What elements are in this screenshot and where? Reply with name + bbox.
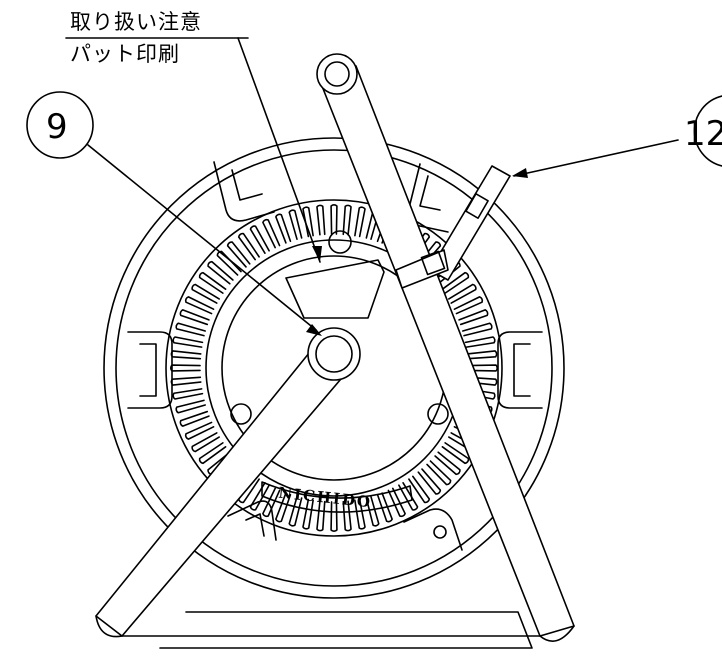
gear-rib [464, 388, 496, 400]
strap-buckle [429, 165, 511, 281]
gear-rib [461, 322, 493, 337]
gear-rib [376, 492, 393, 523]
gear-rib [288, 209, 303, 241]
gear-rib [408, 232, 431, 261]
brand-plate [261, 481, 413, 513]
gear-rib [170, 350, 202, 360]
gear-rib [426, 460, 452, 486]
mount-hole-top [328, 230, 352, 254]
strap-band [395, 249, 449, 289]
frame-top-cap-inner [324, 61, 350, 87]
strap-buckle-slot [465, 193, 489, 219]
note-arrowhead [312, 246, 322, 262]
strap-loop [420, 250, 446, 276]
gear-rib [316, 204, 326, 236]
gear-rib [464, 336, 496, 348]
gear-rib [179, 410, 210, 427]
gear-rib [179, 309, 210, 326]
gear-rib [172, 388, 204, 400]
callout-12-arrowhead [512, 168, 528, 178]
gear-rib [198, 271, 227, 294]
bottom-right-boss [403, 508, 463, 551]
print-area-plate [285, 259, 385, 319]
gear-rib [249, 225, 270, 254]
callout-12-number: 12 [684, 114, 722, 154]
gear-rib [226, 241, 251, 268]
gear-rib [207, 260, 234, 285]
gear-rib [175, 322, 207, 337]
gear-rib [466, 376, 498, 386]
gear-rib [342, 500, 352, 532]
gear-rib [275, 492, 292, 523]
gear-rib [342, 204, 352, 236]
gear-rib [288, 495, 303, 527]
gear-rib [169, 364, 201, 372]
gear-rib [184, 421, 215, 440]
frame-top-cap-outer [316, 53, 358, 95]
gear-rib [330, 203, 338, 235]
gear-rib [262, 218, 281, 249]
gear-rib [216, 250, 242, 276]
gear-rib [316, 500, 326, 532]
reel-inner-rim [115, 149, 553, 587]
gear-rib [434, 451, 461, 476]
gear-rib [453, 296, 484, 315]
gear-rib [466, 350, 498, 360]
bottom-left-boss [227, 500, 277, 541]
gear-rib [354, 206, 366, 238]
mount-hole-right [427, 403, 449, 425]
gear-rib [330, 501, 338, 533]
gear-rib [249, 482, 270, 511]
callout-9-number: 9 [46, 107, 68, 147]
gear-rib [198, 442, 227, 465]
gear-rib [302, 498, 314, 530]
mount-hole-left [230, 403, 252, 425]
gear-rib [398, 482, 419, 511]
callout-12-leader [513, 139, 679, 177]
gear-rib [417, 241, 442, 268]
gear-rib [170, 376, 202, 386]
gear-rib [191, 432, 220, 453]
gear-rib [458, 309, 489, 326]
gear-rib [191, 283, 220, 304]
gear-rib [275, 213, 292, 244]
callout-12-circle [693, 95, 722, 167]
frame-left-foot [95, 615, 123, 638]
left-boss [127, 331, 173, 409]
handling-caution-label: 取り扱い注意 [70, 10, 202, 34]
axle-hub-inner [315, 335, 353, 373]
right-boss [497, 331, 543, 409]
pad-printing-label: パット印刷 [70, 42, 180, 66]
mount-hole-bottom [433, 525, 447, 539]
callout-9-arrowhead [306, 324, 322, 336]
gear-rib [448, 283, 477, 304]
callout-9-leader [87, 144, 317, 331]
gear-rib [441, 442, 470, 465]
gear-rib [262, 487, 281, 518]
gear-ring-outer [165, 199, 503, 537]
gear-rib [441, 271, 470, 294]
gear-rib [408, 475, 431, 504]
top-left-boss [213, 161, 275, 222]
reel-outer-rim [103, 137, 565, 599]
frame-right-foot [539, 625, 575, 642]
gear-rib [417, 468, 442, 495]
gear-rib [365, 495, 380, 527]
gear-rib [184, 296, 215, 315]
gear-rib [175, 399, 207, 414]
gear-rib [237, 232, 260, 261]
callout-9-circle [26, 91, 94, 159]
gear-rib [302, 206, 314, 238]
base-bar-outline [159, 611, 533, 649]
gear-rib [387, 487, 406, 518]
gear-rib [354, 498, 366, 530]
gear-rib [172, 336, 204, 348]
brand-text: NICHIDO [278, 484, 373, 512]
